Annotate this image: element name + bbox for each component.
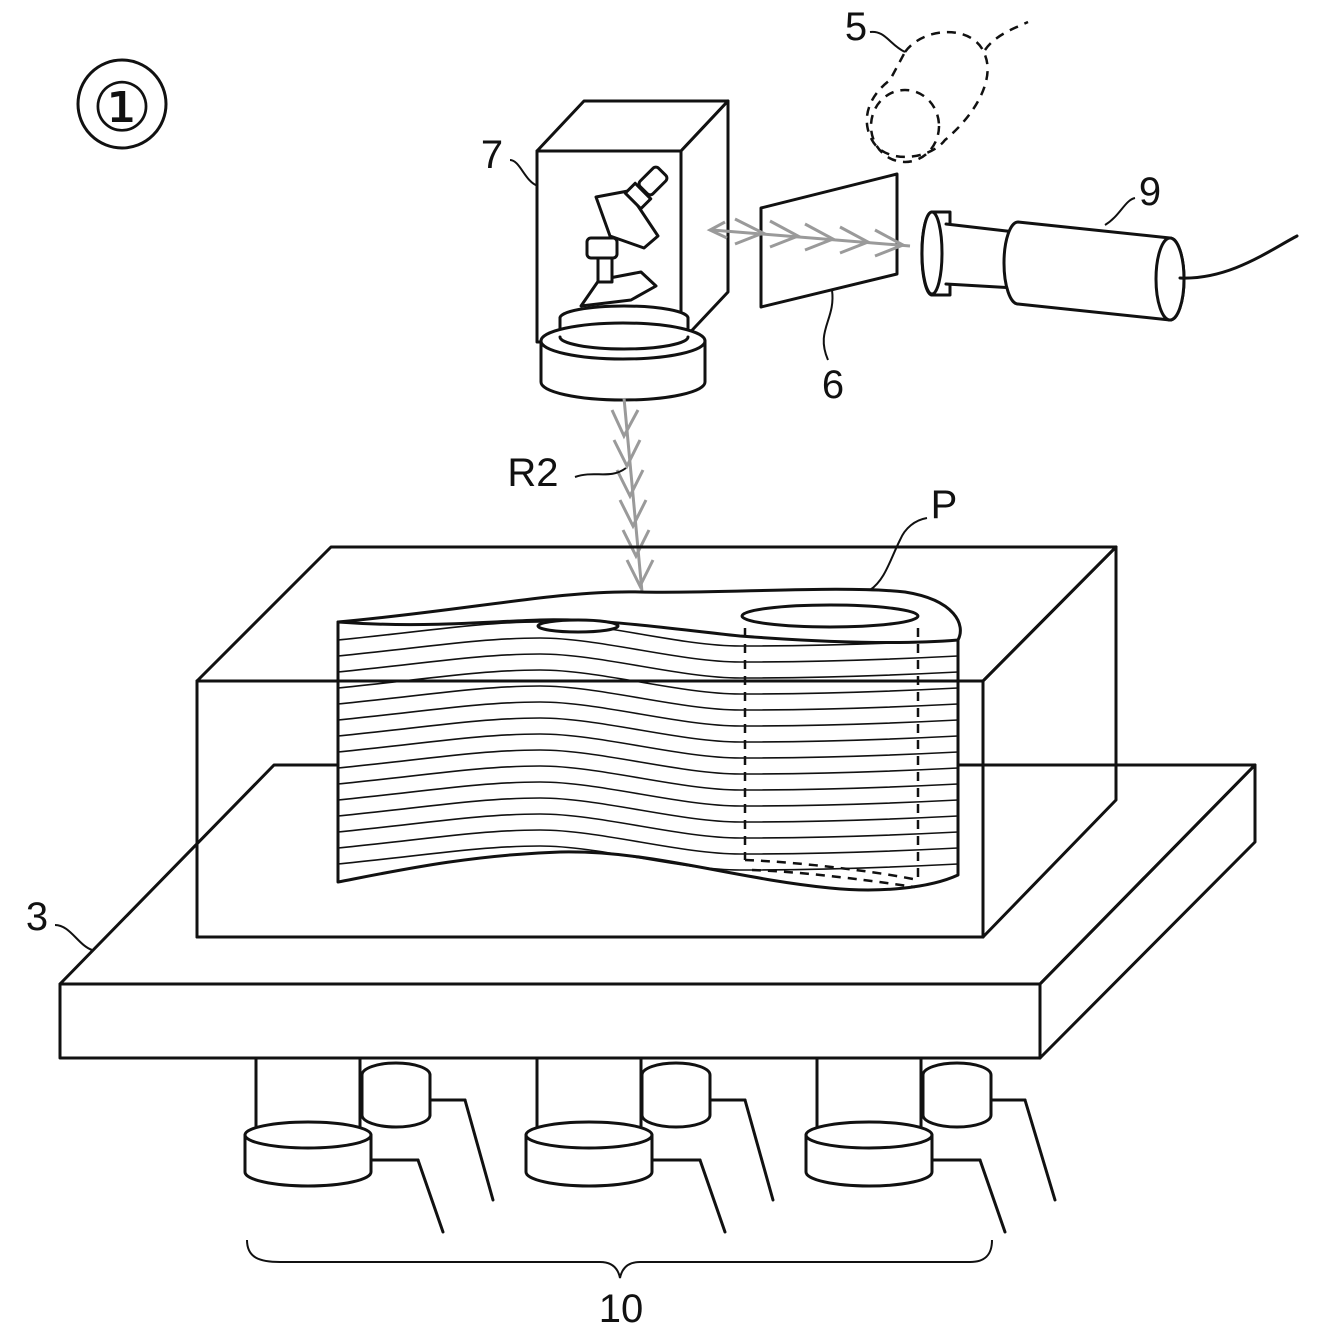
label-leader-7 [509,159,539,187]
label-powder-source: 5 [845,5,867,49]
label-platform: 3 [26,895,48,939]
label-window: 6 [822,363,844,407]
actuator [360,1061,495,1202]
figure-marker-text: ① [92,70,153,146]
laser-cable [1178,234,1299,280]
label-leader-r2 [574,467,627,478]
label-actuators: 10 [599,1287,644,1331]
label-laser-source: 9 [1139,170,1161,214]
figure-marker-circle [76,58,168,150]
figure-marker: ① [76,58,168,150]
actuator [524,1056,727,1234]
part-layers [337,621,959,871]
actuator [804,1056,1007,1234]
actuator-array [243,1056,1057,1279]
galvo-mirror-upper [594,165,669,250]
label-leader-3 [54,924,93,951]
label-leader-9 [1104,197,1136,226]
laser-beam-horizontal [706,217,911,258]
label-part: P [931,483,958,527]
galvo-mirror-lower [579,236,658,308]
built-part [336,587,962,892]
label-leader-p [869,517,928,591]
laser-beam-r2 [610,397,655,593]
laser-source [920,210,1299,322]
actuator [243,1056,445,1234]
actuator [640,1061,775,1202]
label-scanner: 7 [481,133,503,177]
actuator-brace [246,1239,993,1279]
scanner-head [535,99,730,402]
label-leader-6 [822,289,834,361]
actuator [921,1061,1057,1202]
label-leader-5 [869,30,906,53]
powder-source-outline [865,20,1029,164]
label-beam: R2 [507,451,558,495]
